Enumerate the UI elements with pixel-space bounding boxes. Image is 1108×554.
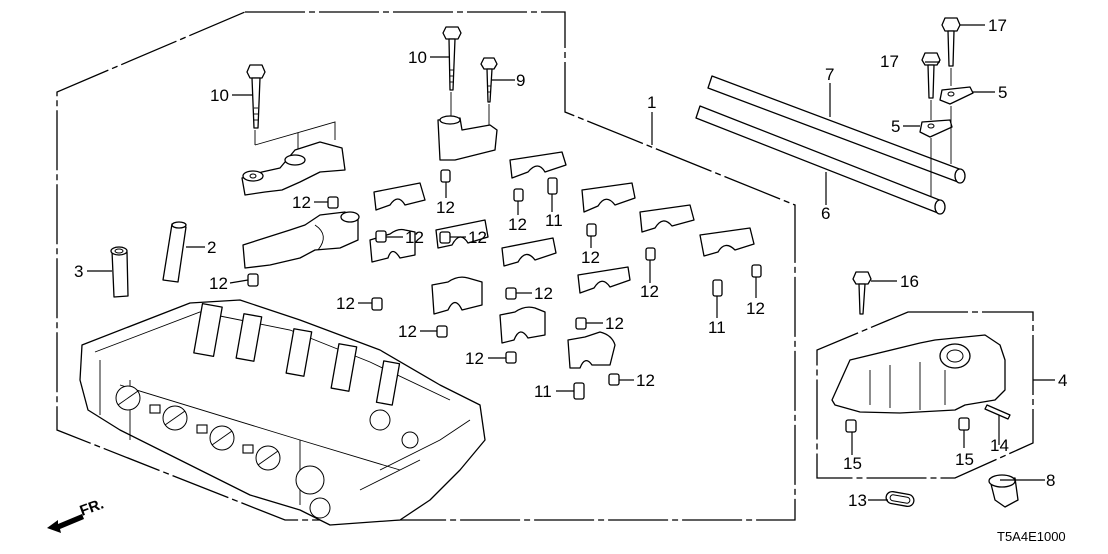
- callout-15: 15: [843, 454, 862, 473]
- callout-11: 11: [534, 382, 552, 401]
- front-arrow-icon: [47, 514, 84, 533]
- part-15-dowel-b: [958, 417, 970, 431]
- callout-12: 12: [209, 274, 228, 293]
- callout-3: 3: [74, 262, 83, 281]
- part-15-dowel-a: [845, 419, 857, 433]
- front-direction-indicator: FR.: [47, 496, 106, 533]
- callout-10: 10: [210, 86, 229, 105]
- callout-14: 14: [990, 436, 1009, 455]
- part-3-tube: [110, 246, 129, 298]
- callout-12: 12: [508, 215, 527, 234]
- callout-7: 7: [825, 65, 834, 84]
- cylinder-head: [79, 299, 486, 526]
- callout-4: 4: [1058, 371, 1067, 390]
- part-17-bolt-a: [941, 17, 961, 86]
- assembly-outline-1: [56, 11, 796, 521]
- callout-12: 12: [405, 228, 424, 247]
- part-17-bolt-b: [921, 52, 941, 120]
- callout-12: 12: [746, 299, 765, 318]
- callout-12: 12: [398, 322, 417, 341]
- part-6-shaft: [695, 105, 946, 215]
- callout-1: 1: [647, 93, 656, 112]
- callout-11: 11: [708, 318, 726, 337]
- callout-12: 12: [292, 193, 311, 212]
- callout-12: 12: [534, 284, 553, 303]
- callout-2: 2: [207, 238, 216, 257]
- part-10-bolt-left: [246, 64, 336, 150]
- callout-6: 6: [821, 204, 830, 223]
- callout-12: 12: [640, 282, 659, 301]
- callout-15: 15: [955, 450, 974, 469]
- callout-9: 9: [516, 71, 525, 90]
- leader-lines: [87, 24, 1055, 501]
- callout-10: 10: [408, 48, 427, 67]
- callout-11: 11: [545, 211, 563, 230]
- callout-17: 17: [880, 52, 899, 71]
- callout-5: 5: [998, 83, 1007, 102]
- part-16-bolt: [852, 271, 872, 315]
- cam-holder-b: [242, 211, 360, 269]
- part-7-shaft: [707, 75, 966, 184]
- part-8-seal: [988, 474, 1019, 508]
- assembly-outline-4: [816, 311, 1034, 479]
- cam-holder-c: [437, 115, 498, 161]
- diagram-code: T5A4E1000: [997, 529, 1066, 544]
- part-9-bolt: [480, 57, 498, 125]
- part-13-gasket: [885, 490, 915, 508]
- part-5-plate-a: [939, 86, 974, 105]
- callout-12: 12: [605, 314, 624, 333]
- dowel-pins: [247, 169, 762, 400]
- callout-12: 12: [336, 294, 355, 313]
- part-10-bolt-mid: [442, 26, 462, 118]
- callout-5: 5: [891, 117, 900, 136]
- callout-16: 16: [900, 272, 919, 291]
- callout-12: 12: [581, 248, 600, 267]
- callout-13: 13: [848, 491, 867, 510]
- callout-17: 17: [988, 16, 1007, 35]
- cam-caps: [369, 151, 755, 369]
- part-5-plate-b: [919, 106, 953, 196]
- callout-8: 8: [1046, 471, 1055, 490]
- front-label: FR.: [78, 496, 107, 520]
- part-14-stud: [984, 404, 1011, 420]
- callout-12: 12: [436, 198, 455, 217]
- cam-holder-a: [241, 141, 346, 196]
- callout-12: 12: [636, 371, 655, 390]
- callout-12: 12: [465, 349, 484, 368]
- part-4-housing: [831, 334, 1006, 414]
- callout-12: 12: [468, 228, 487, 247]
- callout-labels: 10 10 9 1 7 6 17 17 5 5 16 4 8 13 14 15 …: [74, 16, 1067, 510]
- part-2-tube: [162, 221, 187, 283]
